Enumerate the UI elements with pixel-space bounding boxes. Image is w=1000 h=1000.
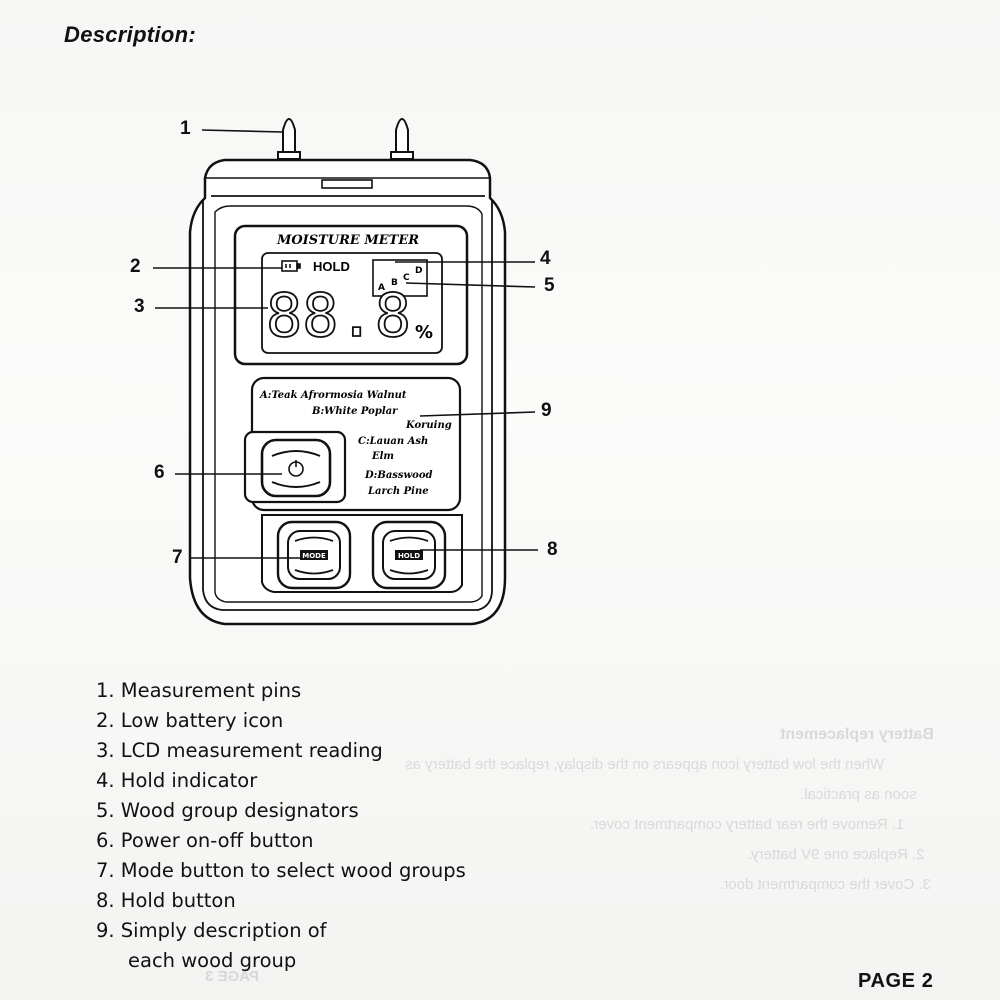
power-button[interactable] <box>243 430 347 504</box>
hold-button[interactable]: HOLD <box>371 520 447 590</box>
wood-group-line: D:Basswood <box>364 470 433 481</box>
callout-7: 7 <box>172 547 183 568</box>
low-battery-icon <box>281 260 301 272</box>
show-through-line: 2. Replace one 9V battery. <box>748 846 925 863</box>
section-heading: Description: <box>64 22 196 47</box>
callout-8: 8 <box>547 539 558 560</box>
callout-2: 2 <box>130 256 141 277</box>
measurement-pins <box>277 118 414 160</box>
group-letter-c: C <box>403 273 410 283</box>
power-icon <box>288 460 304 477</box>
legend-item: each wood group <box>128 949 297 972</box>
wood-group-line: Koruing <box>405 420 452 431</box>
mode-button[interactable]: MODE <box>276 520 352 590</box>
legend-item: 8. Hold button <box>96 889 236 912</box>
group-letter-a: A <box>378 283 385 293</box>
wood-group-line: A:Teak Afrormosia Walnut <box>259 390 407 401</box>
moisture-meter-illustration: MOISTURE METER HOLD A B C D 88.8 % A:Tea… <box>153 118 538 626</box>
callout-leaders <box>153 129 538 559</box>
legend-item: 6. Power on-off button <box>96 829 314 852</box>
callout-4: 4 <box>540 248 551 269</box>
wood-group-line: C:Lauan Ash <box>358 436 428 447</box>
legend-item: 2. Low battery icon <box>96 709 284 732</box>
callout-5: 5 <box>544 275 555 296</box>
lcd-title: MOISTURE METER <box>276 233 419 248</box>
callout-6: 6 <box>154 462 165 483</box>
legend-item: 9. Simply description of <box>96 919 327 942</box>
hold-indicator: HOLD <box>313 259 350 274</box>
callout-9: 9 <box>541 400 552 421</box>
wood-group-line: Elm <box>371 451 394 462</box>
legend-item: 1. Measurement pins <box>96 679 302 702</box>
show-through-line: 1. Remove the rear battery compartment c… <box>590 816 905 833</box>
show-through-line: When the low battery icon appears on the… <box>405 756 885 773</box>
page-number: PAGE 2 <box>858 970 934 992</box>
show-through-line: soon as practical. <box>800 786 917 803</box>
legend-item: 5. Wood group designators <box>96 799 359 822</box>
lcd-unit: % <box>415 322 433 343</box>
wood-group-line: B:White Poplar <box>311 406 398 417</box>
show-through-line: Battery replacement <box>780 726 934 743</box>
legend-item: 3. LCD measurement reading <box>96 739 383 762</box>
callout-3: 3 <box>134 296 145 317</box>
lcd-reading: 88.8 <box>266 281 411 351</box>
legend-item: 7. Mode button to select wood groups <box>96 859 466 882</box>
hold-button-label: HOLD <box>398 552 420 560</box>
group-letter-b: B <box>391 278 398 288</box>
lcd-display: MOISTURE METER HOLD A B C D 88.8 % <box>233 224 469 366</box>
group-letter-d: D <box>415 266 422 276</box>
mode-button-label: MODE <box>302 552 326 560</box>
callout-1: 1 <box>180 118 191 139</box>
legend-item: 4. Hold indicator <box>96 769 258 792</box>
component-legend: 1. Measurement pins 2. Low battery icon … <box>96 676 466 976</box>
show-through-line: 3. Cover the compartment door. <box>720 876 931 893</box>
wood-group-line: Larch Pine <box>367 486 429 497</box>
